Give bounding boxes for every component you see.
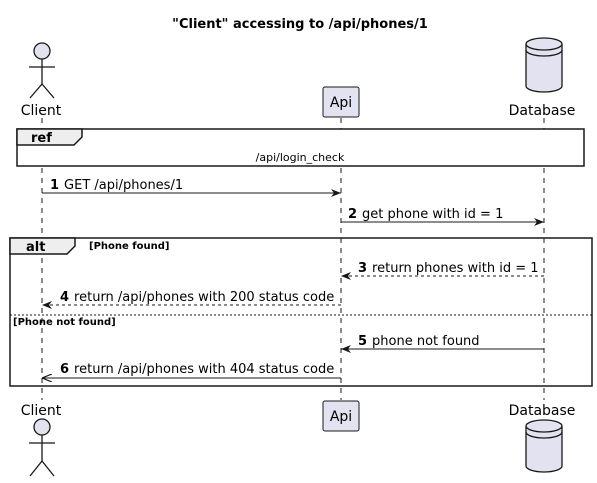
api-label-top: Api	[330, 95, 352, 111]
client-label-top: Client	[21, 103, 62, 119]
api-participant-top: Api	[322, 86, 360, 118]
message-number: 6	[60, 362, 69, 377]
diagram-title: "Client" accessing to /api/phones/1	[172, 17, 428, 32]
message-label: return /api/phones with 200 status code	[74, 290, 334, 305]
message-5: 5 phone not found	[358, 334, 480, 349]
alt-frame: alt [Phone found] [Phone not found]	[9, 237, 593, 387]
alt-keyword: alt	[26, 240, 45, 255]
message-label: GET /api/phones/1	[64, 178, 183, 193]
database-icon	[525, 44, 563, 93]
database-label-bottom: Database	[509, 403, 576, 419]
message-4: 4 return /api/phones with 200 status code	[60, 290, 334, 305]
message-number: 5	[358, 334, 367, 349]
api-label-bottom: Api	[330, 409, 352, 425]
alt-guard-not-found: [Phone not found]	[13, 317, 116, 328]
database-icon	[525, 426, 563, 473]
message-2: 2 get phone with id = 1	[348, 207, 503, 222]
message-3: 3 return phones with id = 1	[358, 261, 539, 276]
message-number: 4	[60, 290, 69, 305]
client-label-bottom: Client	[21, 403, 62, 419]
message-number: 3	[358, 261, 367, 276]
message-label: return phones with id = 1	[372, 261, 538, 276]
database-label-top: Database	[509, 103, 576, 119]
message-number: 1	[50, 178, 59, 193]
actor-head-icon	[33, 418, 51, 436]
message-1: 1 GET /api/phones/1	[50, 178, 183, 193]
database-participant-top: Database	[509, 37, 576, 119]
client-actor-top: Client	[21, 42, 62, 119]
message-number: 2	[348, 207, 357, 222]
client-actor-bottom: Client	[21, 403, 62, 477]
actor-head-icon	[33, 42, 51, 60]
api-participant-bottom: Api	[322, 400, 360, 432]
message-label: phone not found	[372, 334, 480, 349]
alt-guard-found: [Phone found]	[89, 241, 169, 252]
message-label: return /api/phones with 404 status code	[74, 362, 334, 377]
database-participant-bottom: Database	[509, 403, 576, 473]
message-6: 6 return /api/phones with 404 status code	[60, 362, 334, 377]
ref-text: /api/login_check	[256, 151, 345, 164]
message-label: get phone with id = 1	[362, 207, 503, 222]
ref-keyword: ref	[31, 131, 52, 146]
ref-frame: ref /api/login_check	[16, 128, 585, 167]
